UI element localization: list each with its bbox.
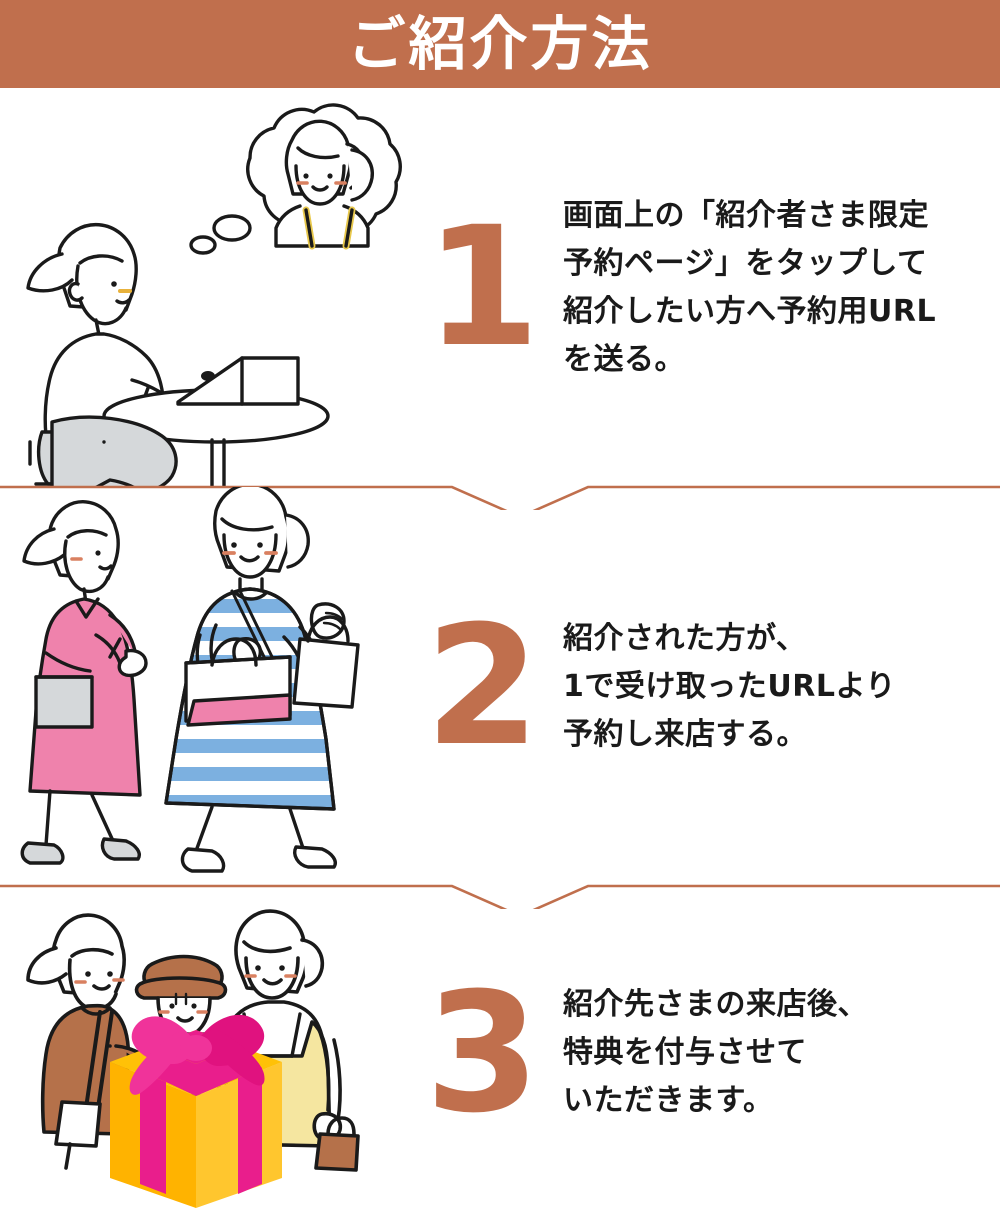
- step-number-3: 3: [425, 956, 540, 1149]
- page-title: ご紹介方法: [347, 10, 653, 78]
- step-row-1: 1 画面上の「紹介者さま限定 予約ページ」をタップして 紹介したい方へ予約用UR…: [0, 88, 1000, 487]
- step-text-line: 予約ページ」をタップして: [563, 245, 928, 281]
- step-text-line: 特典を付与させて: [563, 1035, 807, 1070]
- step-number-2: 2: [425, 590, 540, 782]
- step-row-2: 2 紹介された方が、 1で受け取ったURLより 予約し来店する。: [0, 487, 1000, 886]
- page-header: ご紹介方法: [0, 0, 1000, 88]
- step-number-cell-3: 3: [420, 956, 545, 1149]
- step-text-line: 紹介先さまの来店後、: [563, 987, 868, 1022]
- step-number-cell-1: 1: [420, 205, 545, 370]
- step-text-line: 紹介された方が、: [563, 620, 807, 656]
- illustration-mother-baby-woman-with-gift-box: [0, 886, 420, 1220]
- step-text-1: 画面上の「紹介者さま限定 予約ページ」をタップして 紹介したい方へ予約用URL …: [545, 192, 1000, 384]
- step-text-line: 予約し来店する。: [563, 716, 807, 752]
- step-text-line: 1で受け取ったURLより: [563, 668, 896, 704]
- illustration-two-women-walking-shopping: [0, 487, 420, 886]
- step-text-line: いただきます。: [563, 1083, 774, 1118]
- step-text-2: 紹介された方が、 1で受け取ったURLより 予約し来店する。: [545, 615, 1000, 759]
- illustration-woman-at-laptop-thinking-of-friend: [0, 88, 420, 487]
- step-text-line: 紹介したい方へ予約用URL: [563, 293, 937, 329]
- step-text-line: 画面上の「紹介者さま限定: [563, 197, 929, 233]
- step-number-1: 1: [425, 191, 540, 383]
- step-row-3: 3 紹介先さまの来店後、 特典を付与させて いただきます。: [0, 886, 1000, 1220]
- step-text-3: 紹介先さまの来店後、 特典を付与させて いただきます。: [545, 981, 1000, 1125]
- step-text-line: を送る。: [563, 341, 685, 377]
- step-number-cell-2: 2: [420, 604, 545, 769]
